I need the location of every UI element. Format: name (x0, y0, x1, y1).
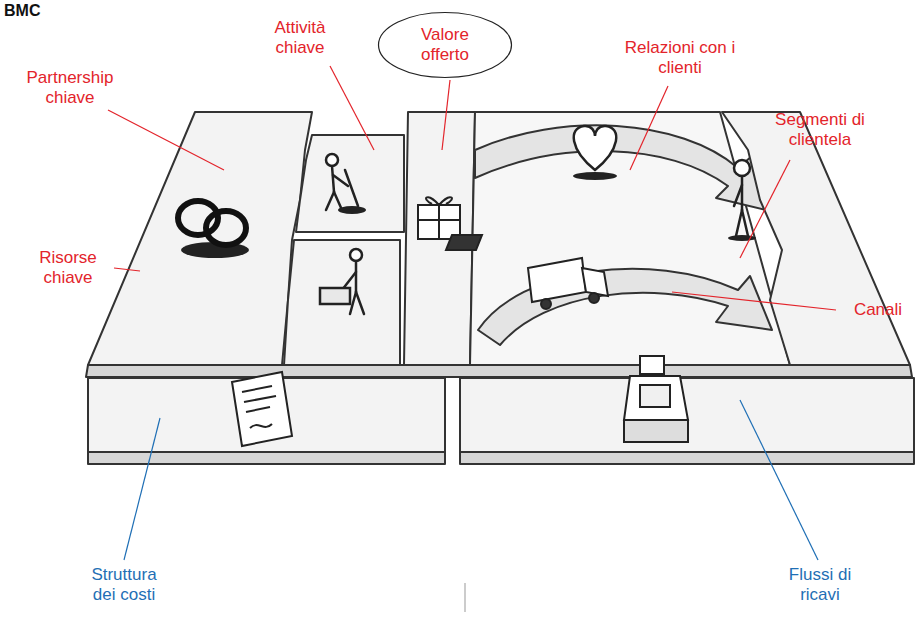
block-label: Relazioni con i clienti (618, 38, 743, 78)
value-ellipse: Valore offerto (377, 11, 513, 79)
block-label: Flussi di ricavi (780, 565, 860, 605)
block-label: Risorse chiave (28, 248, 108, 288)
page-title: BMC (4, 2, 40, 20)
block-label: Attività chiave (260, 18, 340, 58)
block-label: Struttura dei costi (81, 565, 167, 605)
block-label: Segmenti di clientela (774, 110, 866, 150)
node-text: Valore offerto (405, 25, 485, 65)
block-label: Canali (843, 300, 913, 320)
block-label: Partnership chiave (14, 68, 126, 108)
